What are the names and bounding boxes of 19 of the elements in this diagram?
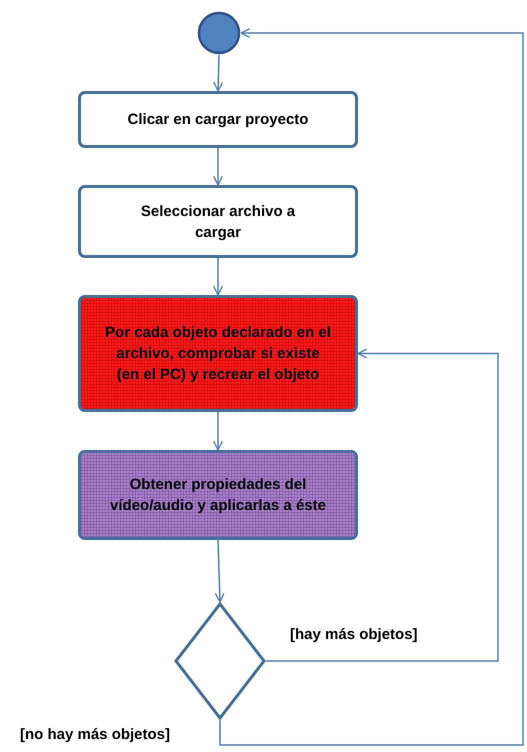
activity-text: Por cada objeto declarado en el archivo, comprobar si existe (en el PC) y recrear el objeto [105,323,331,385]
activity-text: Seleccionar archivo a cargar [140,202,296,242]
activity-box [78,295,358,412]
activity-text: Clicar en cargar proyecto [128,110,308,130]
arrow [214,540,225,603]
start-node-circle [197,11,241,55]
edge-label: [no hay más objetos] [18,726,172,743]
arrow [212,148,224,186]
arrow [212,258,224,296]
activity-text: Obtener propiedades del vídeo/audio y aplicarlas a éste [109,475,327,516]
arrow [213,54,224,92]
arrow [212,412,224,451]
activity-box [78,450,358,540]
arrow [266,348,499,662]
activity-box [78,91,358,148]
arrow [219,28,524,746]
edge-label: [hay más objetos] [288,626,420,643]
activity-box [78,185,358,258]
decision-diamond [174,602,266,720]
